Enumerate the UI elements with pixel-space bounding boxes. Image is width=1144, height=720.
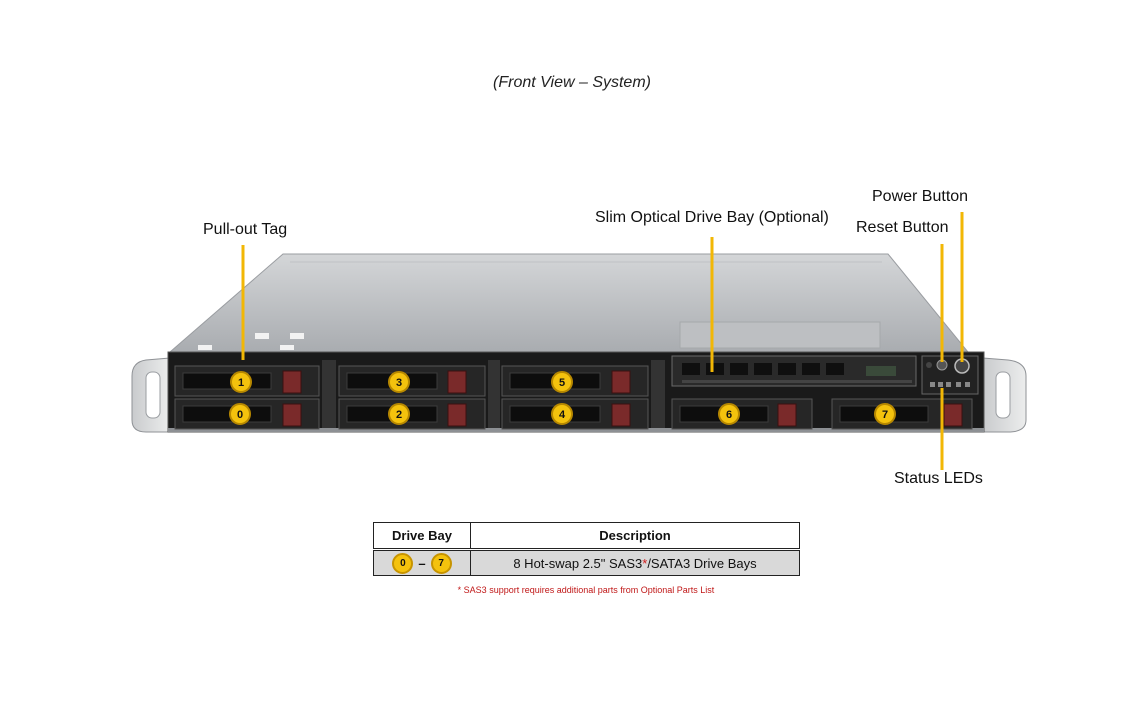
label-pull-out-tag: Pull-out Tag [203, 221, 288, 238]
bay-number-1: 1 [238, 377, 244, 389]
cell-description: 8 Hot-swap 2.5" SAS3*/SATA3 Drive Bays [470, 549, 800, 576]
drive-bay-4 [501, 398, 649, 430]
cell-drive-bay-range: 0–7 [373, 549, 471, 576]
bay-badge-6 [718, 403, 740, 425]
bay-badge-3 [388, 371, 410, 393]
drive-bay-5 [501, 365, 649, 397]
bay-number-5: 5 [559, 377, 565, 389]
description-text-pre: 8 Hot-swap 2.5" SAS3 [513, 555, 643, 571]
drive-bay-2 [338, 398, 486, 430]
label-slim-optical-drive-bay: Slim Optical Drive Bay (Optional) [595, 209, 829, 226]
bay-number-0: 0 [237, 409, 243, 421]
control-panel [921, 355, 979, 395]
label-power-button: Power Button [872, 188, 969, 205]
footnote: * SAS3 support requires additional parts… [457, 585, 715, 595]
bay-number-4: 4 [559, 409, 566, 421]
bay-badge-5 [551, 371, 573, 393]
slim-optical-drive-bay [671, 355, 917, 387]
figure-caption: (Front View – System) [493, 74, 651, 91]
table-header-description: Description [470, 522, 800, 551]
bay-badge-7 [874, 403, 896, 425]
label-status-leds: Status LEDs [894, 470, 983, 487]
bay-badge-end: 7 [430, 552, 452, 574]
bay-badge-start: 0 [392, 552, 414, 574]
description-text-post: /SATA3 Drive Bays [647, 555, 757, 571]
status-led-icons [930, 382, 970, 387]
label-reset-button: Reset Button [856, 219, 949, 236]
drive-bay-6 [671, 398, 813, 430]
bay-number-2: 2 [396, 409, 402, 421]
table-row: 0–7 8 Hot-swap 2.5" SAS3*/SATA3 Drive Ba… [373, 549, 800, 576]
bay-badge-4 [551, 403, 573, 425]
range-separator: – [418, 555, 426, 571]
bay-number-6: 6 [726, 409, 732, 421]
drive-bay-3 [338, 365, 486, 397]
drive-bay-table: Drive Bay Description 0–7 8 Hot-swap 2.5… [373, 522, 800, 576]
table-header-drive-bay: Drive Bay [373, 522, 471, 551]
description-asterisk: * [642, 555, 648, 571]
drive-bay-7 [831, 398, 973, 430]
bay-badge-0 [229, 403, 251, 425]
bay-number-7: 7 [882, 409, 888, 421]
bay-number-3: 3 [396, 377, 402, 389]
bay-badge-2 [388, 403, 410, 425]
bay-badges: 0 1 2 3 4 5 6 7 [229, 371, 896, 425]
bay-badge-1 [230, 371, 252, 393]
